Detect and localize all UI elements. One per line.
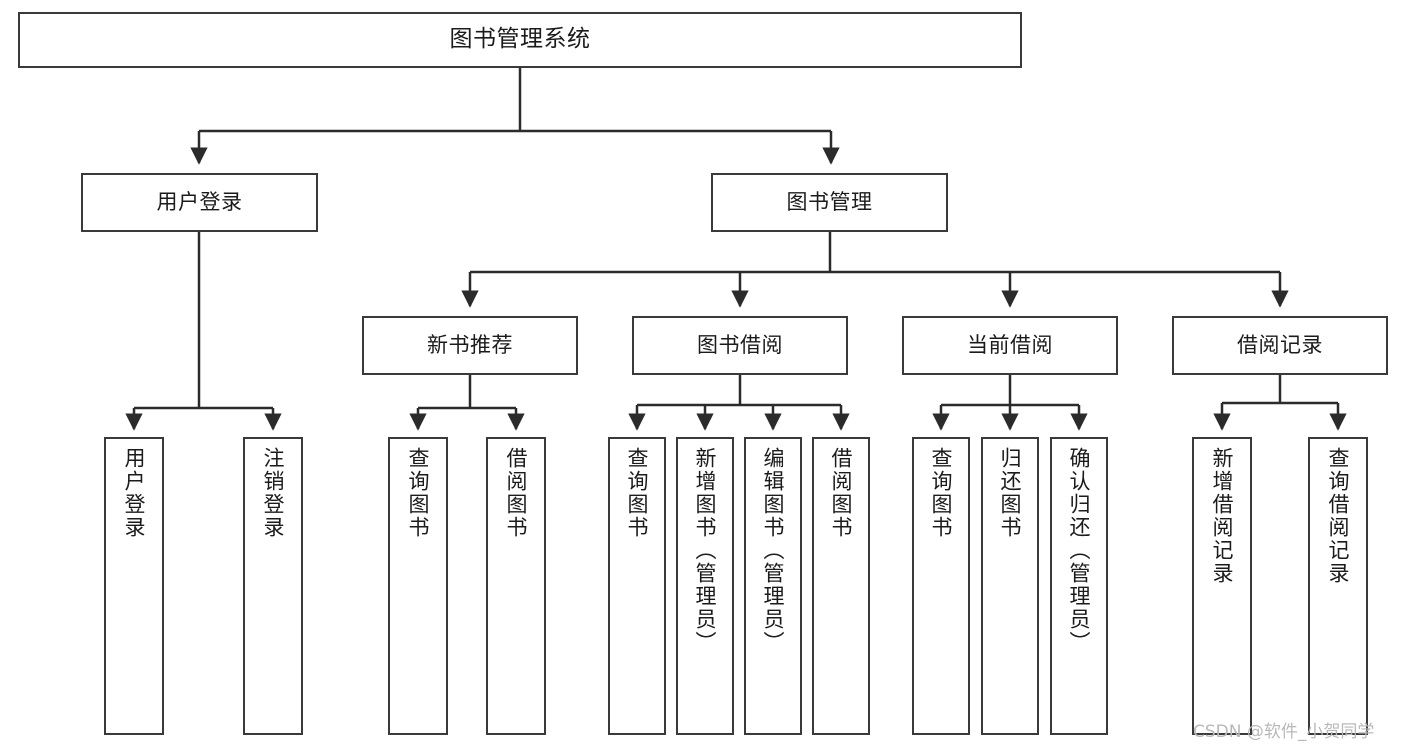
node-leaf-query-book-3[interactable]: 查询图书 [912,437,970,735]
node-root-system[interactable]: 图书管理系统 [18,12,1022,68]
node-leaf-user-login[interactable]: 用户登录 [104,437,164,735]
node-label: 注销登录 [261,447,286,539]
node-leaf-confirm-return[interactable]: 确认归还（管理员） [1050,437,1108,735]
node-leaf-borrow-book-2[interactable]: 借阅图书 [812,437,870,735]
node-label: 新书推荐 [427,333,513,358]
node-label: 编辑图书（管理员） [761,447,786,654]
node-leaf-edit-book[interactable]: 编辑图书（管理员） [744,437,802,735]
node-label: 用户登录 [156,190,243,215]
node-leaf-borrow-book-1[interactable]: 借阅图书 [486,437,546,735]
node-current-borrow[interactable]: 当前借阅 [902,316,1118,375]
node-label: 新增借阅记录 [1210,447,1235,585]
node-label: 借阅图书 [504,447,529,539]
node-leaf-return-book[interactable]: 归还图书 [981,437,1039,735]
node-leaf-add-borrow-record[interactable]: 新增借阅记录 [1192,437,1252,735]
node-label: 当前借阅 [967,333,1053,358]
node-label: 查询图书 [929,447,954,539]
node-leaf-query-book-1[interactable]: 查询图书 [388,437,448,735]
node-leaf-add-book[interactable]: 新增图书（管理员） [676,437,734,735]
csdn-watermark: CSDN @软件_小贺同学 [1193,722,1375,742]
node-label: 图书管理 [786,190,873,215]
node-label: 借阅图书 [829,447,854,539]
node-label: 借阅记录 [1237,333,1323,358]
node-leaf-logout[interactable]: 注销登录 [243,437,303,735]
node-borrow-record[interactable]: 借阅记录 [1172,316,1388,375]
node-book-borrow[interactable]: 图书借阅 [632,316,848,375]
node-label: 图书借阅 [697,333,783,358]
node-leaf-query-book-2[interactable]: 查询图书 [608,437,666,735]
node-label: 查询借阅记录 [1326,447,1351,585]
node-label: 查询图书 [406,447,431,539]
node-user-login[interactable]: 用户登录 [81,173,318,232]
node-label: 确认归还（管理员） [1067,447,1092,654]
node-book-manage[interactable]: 图书管理 [711,173,948,232]
node-label: 图书管理系统 [449,26,591,53]
node-leaf-query-borrow-record[interactable]: 查询借阅记录 [1308,437,1368,735]
node-label: 新增图书（管理员） [693,447,718,654]
node-new-book-recommend[interactable]: 新书推荐 [362,316,578,375]
node-label: 查询图书 [625,447,650,539]
node-label: 归还图书 [998,447,1023,539]
node-label: 用户登录 [122,447,147,539]
